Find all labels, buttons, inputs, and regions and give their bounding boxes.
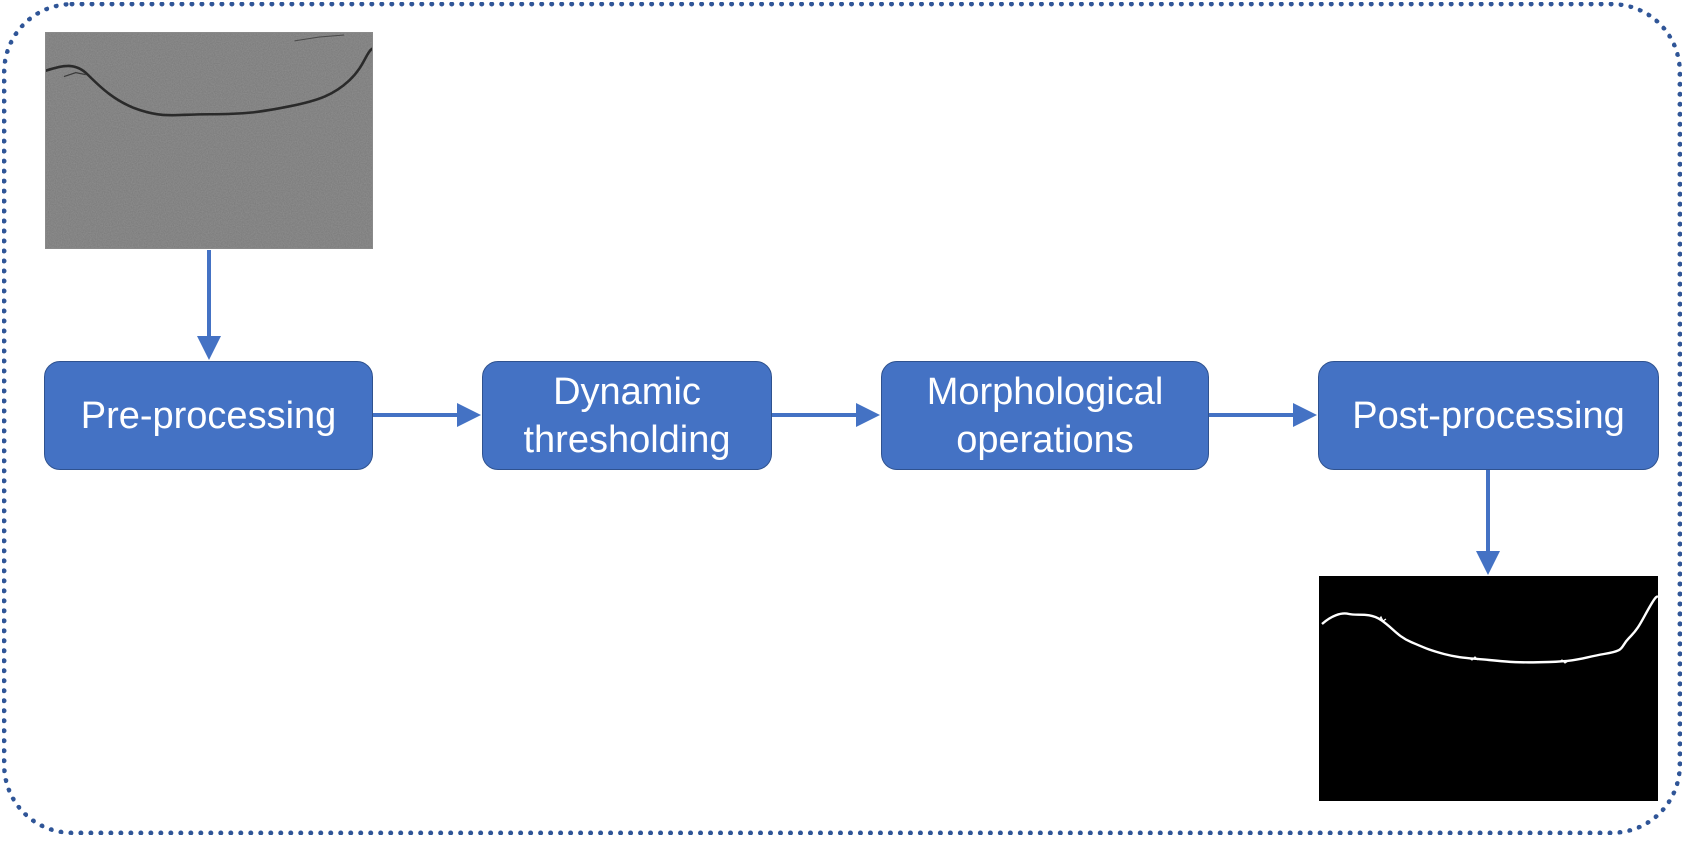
step-post-processing: Post-processing [1318, 361, 1659, 470]
step-morphological-operations: Morphological operations [881, 361, 1209, 470]
step-label: Dynamic thresholding [523, 370, 731, 461]
step-label: Morphological operations [926, 370, 1164, 461]
step-pre-processing: Pre-processing [44, 361, 373, 470]
step-dynamic-thresholding: Dynamic thresholding [482, 361, 772, 470]
step-label: Post-processing [1352, 394, 1625, 437]
step-label: Pre-processing [80, 394, 337, 437]
input-crack-image [45, 32, 373, 249]
output-crack-mask [1319, 576, 1658, 801]
